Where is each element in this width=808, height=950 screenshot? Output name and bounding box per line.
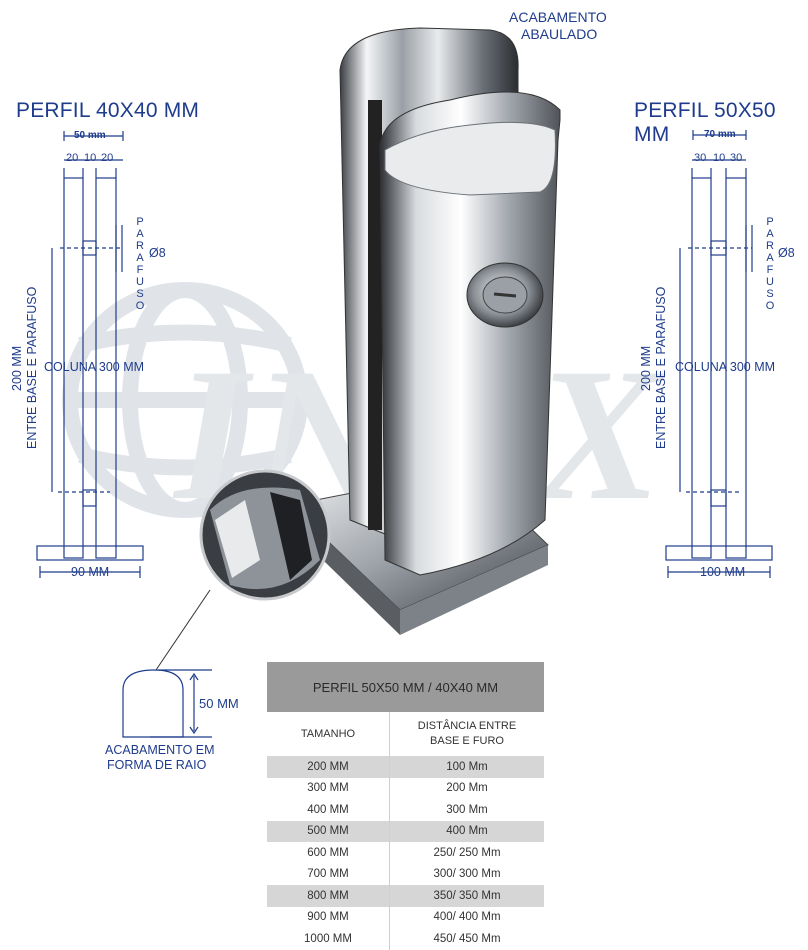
table-cell-distance: 300/ 300 Mm <box>433 868 501 881</box>
screw-letter: O <box>765 300 775 312</box>
right-profile-title: PERFIL 50X50 MM <box>634 99 776 146</box>
screw-letter: R <box>136 240 144 252</box>
right-top-width: 70 mm <box>704 129 736 140</box>
screw-letter: U <box>766 276 774 288</box>
globe-watermark-icon <box>62 282 308 518</box>
table-row: 600 MM 250/ 250 Mm <box>267 842 544 864</box>
table-cell-distance: 250/ 250 Mm <box>433 846 501 859</box>
table-cell-size: 400 MM <box>307 803 349 816</box>
table-cell-size: 900 MM <box>307 911 349 924</box>
right-dim-1: 30 <box>694 152 707 164</box>
screw-letter: F <box>136 264 144 276</box>
table-row: 400 MM 300 Mm <box>267 799 544 821</box>
table-cell-distance: 400 Mm <box>446 825 488 838</box>
left-profile-title: PERFIL 40X40 MM <box>16 99 200 122</box>
right-dim-2: 10 <box>713 152 726 164</box>
table-cell-size: 600 MM <box>307 846 349 859</box>
table-header-distance-line2: BASE E FURO <box>430 735 504 747</box>
table-cell-distance: 100 Mm <box>446 760 488 773</box>
acabamento-abaulado-line2: ABAULADO <box>521 26 598 42</box>
table-cell-size: 1000 MM <box>304 932 352 945</box>
screw-letter: A <box>766 252 774 264</box>
screw-letter: S <box>766 288 774 300</box>
right-column-label: COLUNA 300 MM <box>675 360 776 374</box>
left-screw-diameter: Ø8 <box>149 246 166 260</box>
table-header-distance: DISTÂNCIA ENTRE BASE E FURO <box>390 712 544 756</box>
screw-letter: O <box>135 300 145 312</box>
screw-letter: A <box>766 228 774 240</box>
raio-height-label: 50 MM <box>199 696 239 711</box>
screw-letter: A <box>136 228 144 240</box>
table-header-size: TAMANHO <box>300 728 356 740</box>
table-row: 300 MM 200 Mm <box>267 777 544 799</box>
left-top-width: 50 mm <box>74 130 106 141</box>
left-screw-label: P A R A F U S O <box>134 216 146 312</box>
right-screw-diameter: Ø8 <box>778 246 795 260</box>
table-cell-size: 500 MM <box>307 825 349 838</box>
table-body: 200 MM 100 Mm 300 MM 200 Mm 400 MM 300 Mm 5… <box>267 756 544 950</box>
table-header-row: TAMANHO DISTÂNCIA ENTRE BASE E FURO <box>267 712 544 756</box>
acabamento-raio-line2: FORMA DE RAIO <box>107 758 207 772</box>
screw-letter: U <box>136 276 144 288</box>
table-row: 900 MM 400/ 400 Mm <box>267 906 544 928</box>
table-cell-distance: 200 Mm <box>446 782 488 795</box>
acabamento-abaulado-line1: ACABAMENTO <box>509 9 607 25</box>
screw-letter: P <box>766 216 774 228</box>
left-dim-2: 10 <box>84 152 97 164</box>
left-dim-1: 20 <box>66 152 79 164</box>
right-dim-3: 30 <box>730 152 743 164</box>
table-row: 700 MM 300/ 300 Mm <box>267 863 544 885</box>
table-row: 200 MM 100 Mm <box>267 756 544 778</box>
screw-letter: R <box>766 240 774 252</box>
left-column-label: COLUNA 300 MM <box>44 360 145 374</box>
table-title: PERFIL 50X50 MM / 40X40 MM <box>267 662 544 712</box>
table-column-divider <box>389 712 390 756</box>
table-cell-size: 700 MM <box>307 868 349 881</box>
screw-letter: F <box>766 264 774 276</box>
left-dim-3: 20 <box>101 152 114 164</box>
table-cell-size: 300 MM <box>307 782 349 795</box>
table-row: 1000 MM 450/ 450 Mm <box>267 928 544 950</box>
table-cell-distance: 300 Mm <box>446 803 488 816</box>
table-row: 800 MM 350/ 350 Mm <box>267 885 544 907</box>
right-screw-label: P A R A F U S O <box>764 216 776 312</box>
table-row: 500 MM 400 Mm <box>267 820 544 842</box>
left-base-width: 90 MM <box>71 565 110 579</box>
table-header-distance-line1: DISTÂNCIA ENTRE <box>417 720 517 732</box>
screw-letter: S <box>136 288 144 300</box>
table-cell-size: 800 MM <box>307 889 349 902</box>
table-cell-distance: 350/ 350 Mm <box>433 889 501 902</box>
table-cell-size: 200 MM <box>307 760 349 773</box>
screw-letter: P <box>136 216 144 228</box>
acabamento-raio-line1: ACABAMENTO EM <box>105 743 215 757</box>
table-cell-distance: 450/ 450 Mm <box>433 932 501 945</box>
screw-letter: A <box>136 252 144 264</box>
table-cell-distance: 400/ 400 Mm <box>433 911 501 924</box>
right-base-width: 100 MM <box>700 565 746 579</box>
zoom-detail <box>199 469 331 601</box>
